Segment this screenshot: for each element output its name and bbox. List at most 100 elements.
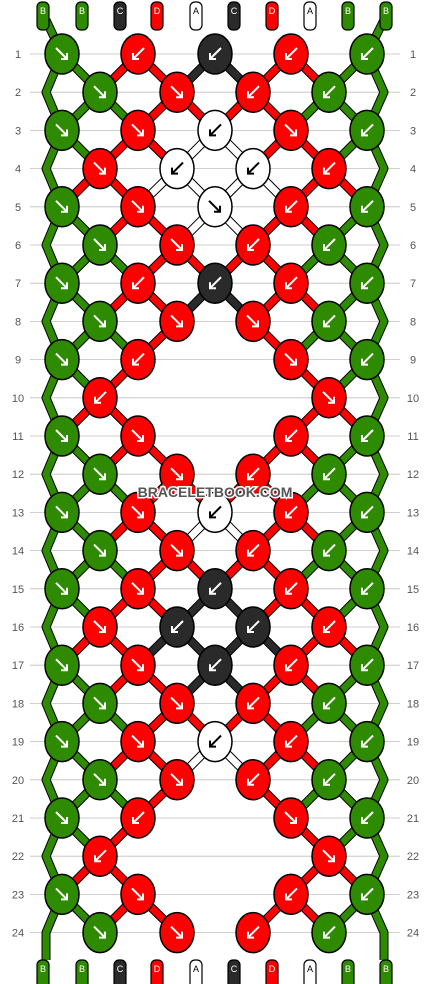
knot-arrow-head-icon — [252, 320, 259, 328]
knot-arrow-icon — [361, 887, 374, 901]
bottom-string-label: D — [154, 964, 161, 974]
knot-arrow-head-icon — [137, 740, 144, 748]
row-number-left: 13 — [12, 507, 24, 519]
knot-arrow-icon — [284, 811, 297, 824]
knot-arrow-head-icon — [61, 129, 68, 137]
row-number-left: 9 — [15, 355, 21, 367]
knot-arrow-icon — [284, 123, 297, 137]
knot-arrow-icon — [55, 658, 68, 671]
knot-arrow-icon — [361, 505, 374, 519]
knot-arrow-head-icon — [94, 855, 101, 863]
knot-arrow-head-icon — [137, 435, 144, 442]
knot-arrow-head-icon — [247, 931, 254, 939]
bottom-string-end — [36, 959, 50, 984]
knot-arrow-head-icon — [247, 702, 254, 710]
knot-arrow-head-icon — [171, 167, 178, 175]
knot-arrow-icon — [131, 505, 144, 519]
knot-arrow-head-icon — [285, 205, 292, 213]
knot-arrow-icon — [55, 582, 68, 595]
knot-arrow-head-icon — [176, 91, 183, 99]
knot-arrow-head-icon — [323, 778, 330, 786]
knot-arrow-head-icon — [176, 320, 183, 328]
row-number-left: 1 — [15, 49, 21, 61]
row-number-right: 5 — [410, 202, 416, 214]
knot-arrow-icon — [93, 925, 106, 939]
knot-arrow-icon — [131, 887, 144, 901]
knot-arrow-head-icon — [361, 587, 368, 595]
bottom-string-label: B — [345, 964, 351, 974]
knot-arrow-head-icon — [247, 778, 254, 786]
row-number-left: 21 — [12, 813, 24, 825]
knot-arrow-head-icon — [137, 205, 144, 213]
knot-arrow-icon — [361, 429, 374, 442]
knot-arrow-head-icon — [61, 53, 68, 60]
knot-arrow-head-icon — [99, 91, 106, 99]
top-string-end — [113, 1, 127, 31]
row-number-left: 19 — [12, 737, 24, 749]
knot-arrow-icon — [285, 734, 298, 748]
row-number-left: 3 — [15, 125, 21, 137]
row-number-left: 20 — [12, 775, 24, 787]
row-number-right: 6 — [410, 240, 416, 252]
knot-arrow-icon — [247, 161, 260, 175]
top-string-end — [36, 1, 50, 31]
knot-arrow-head-icon — [214, 205, 221, 213]
knot-arrow-head-icon — [209, 664, 216, 672]
knot-arrow-icon — [55, 505, 68, 519]
knot-arrow-icon — [93, 773, 106, 786]
knot-arrow-icon — [209, 582, 222, 595]
knot-arrow-head-icon — [328, 855, 335, 863]
knot-arrow-head-icon — [323, 931, 330, 939]
row-number-right: 22 — [407, 851, 419, 863]
knot-arrow-icon — [285, 47, 298, 60]
knot-arrow-head-icon — [247, 167, 254, 175]
knot-arrow-head-icon — [94, 396, 101, 404]
row-number-right: 4 — [410, 164, 416, 176]
knot-arrow-head-icon — [137, 587, 144, 595]
knot-arrow-head-icon — [247, 91, 254, 99]
knot-arrow-head-icon — [361, 129, 368, 137]
knot-arrow-head-icon — [323, 702, 330, 710]
row-number-left: 17 — [12, 660, 24, 672]
knot-arrow-icon — [323, 314, 336, 328]
watermark-text: BRACELETBOOK.COM — [138, 484, 293, 500]
knot-arrow-icon — [170, 543, 183, 557]
knot-arrow-head-icon — [99, 549, 106, 557]
knot-arrow-icon — [132, 276, 145, 289]
knot-arrow-icon — [209, 47, 222, 60]
knot-arrow-icon — [323, 925, 336, 939]
knot-arrow-head-icon — [361, 282, 368, 290]
knot-arrow-icon — [323, 238, 336, 251]
knot-arrow-icon — [209, 658, 222, 671]
bottom-string-end — [227, 959, 241, 984]
knot-arrow-icon — [361, 658, 374, 671]
row-number-right: 12 — [407, 469, 419, 481]
knot-arrow-icon — [170, 85, 183, 98]
bottom-string-end — [341, 959, 355, 984]
knot-arrow-icon — [131, 200, 144, 213]
knot-arrow-head-icon — [61, 740, 68, 748]
top-string-end — [227, 1, 241, 31]
top-string-label: B — [79, 6, 85, 16]
row-number-left: 10 — [12, 393, 24, 405]
top-string-end — [150, 1, 164, 31]
knot-arrow-icon — [170, 696, 183, 710]
row-number-left: 24 — [12, 928, 24, 940]
knot-arrow-icon — [246, 314, 259, 328]
top-string-label: C — [117, 6, 124, 16]
knot-arrow-head-icon — [137, 511, 144, 519]
row-number-left: 12 — [12, 469, 24, 481]
knot-arrow-head-icon — [361, 435, 368, 442]
bottom-string-end — [150, 959, 164, 984]
bottom-string-end — [189, 959, 203, 984]
knot-arrow-icon — [55, 123, 68, 137]
knot-arrow-head-icon — [99, 702, 106, 710]
knot-arrow-icon — [323, 543, 336, 557]
knot-arrow-head-icon — [361, 817, 368, 824]
top-string-label: D — [154, 6, 161, 16]
knot-arrow-head-icon — [137, 129, 144, 137]
knot-arrow-icon — [131, 429, 144, 442]
bottom-string-label: B — [40, 964, 46, 974]
knot-arrow-head-icon — [61, 511, 68, 519]
